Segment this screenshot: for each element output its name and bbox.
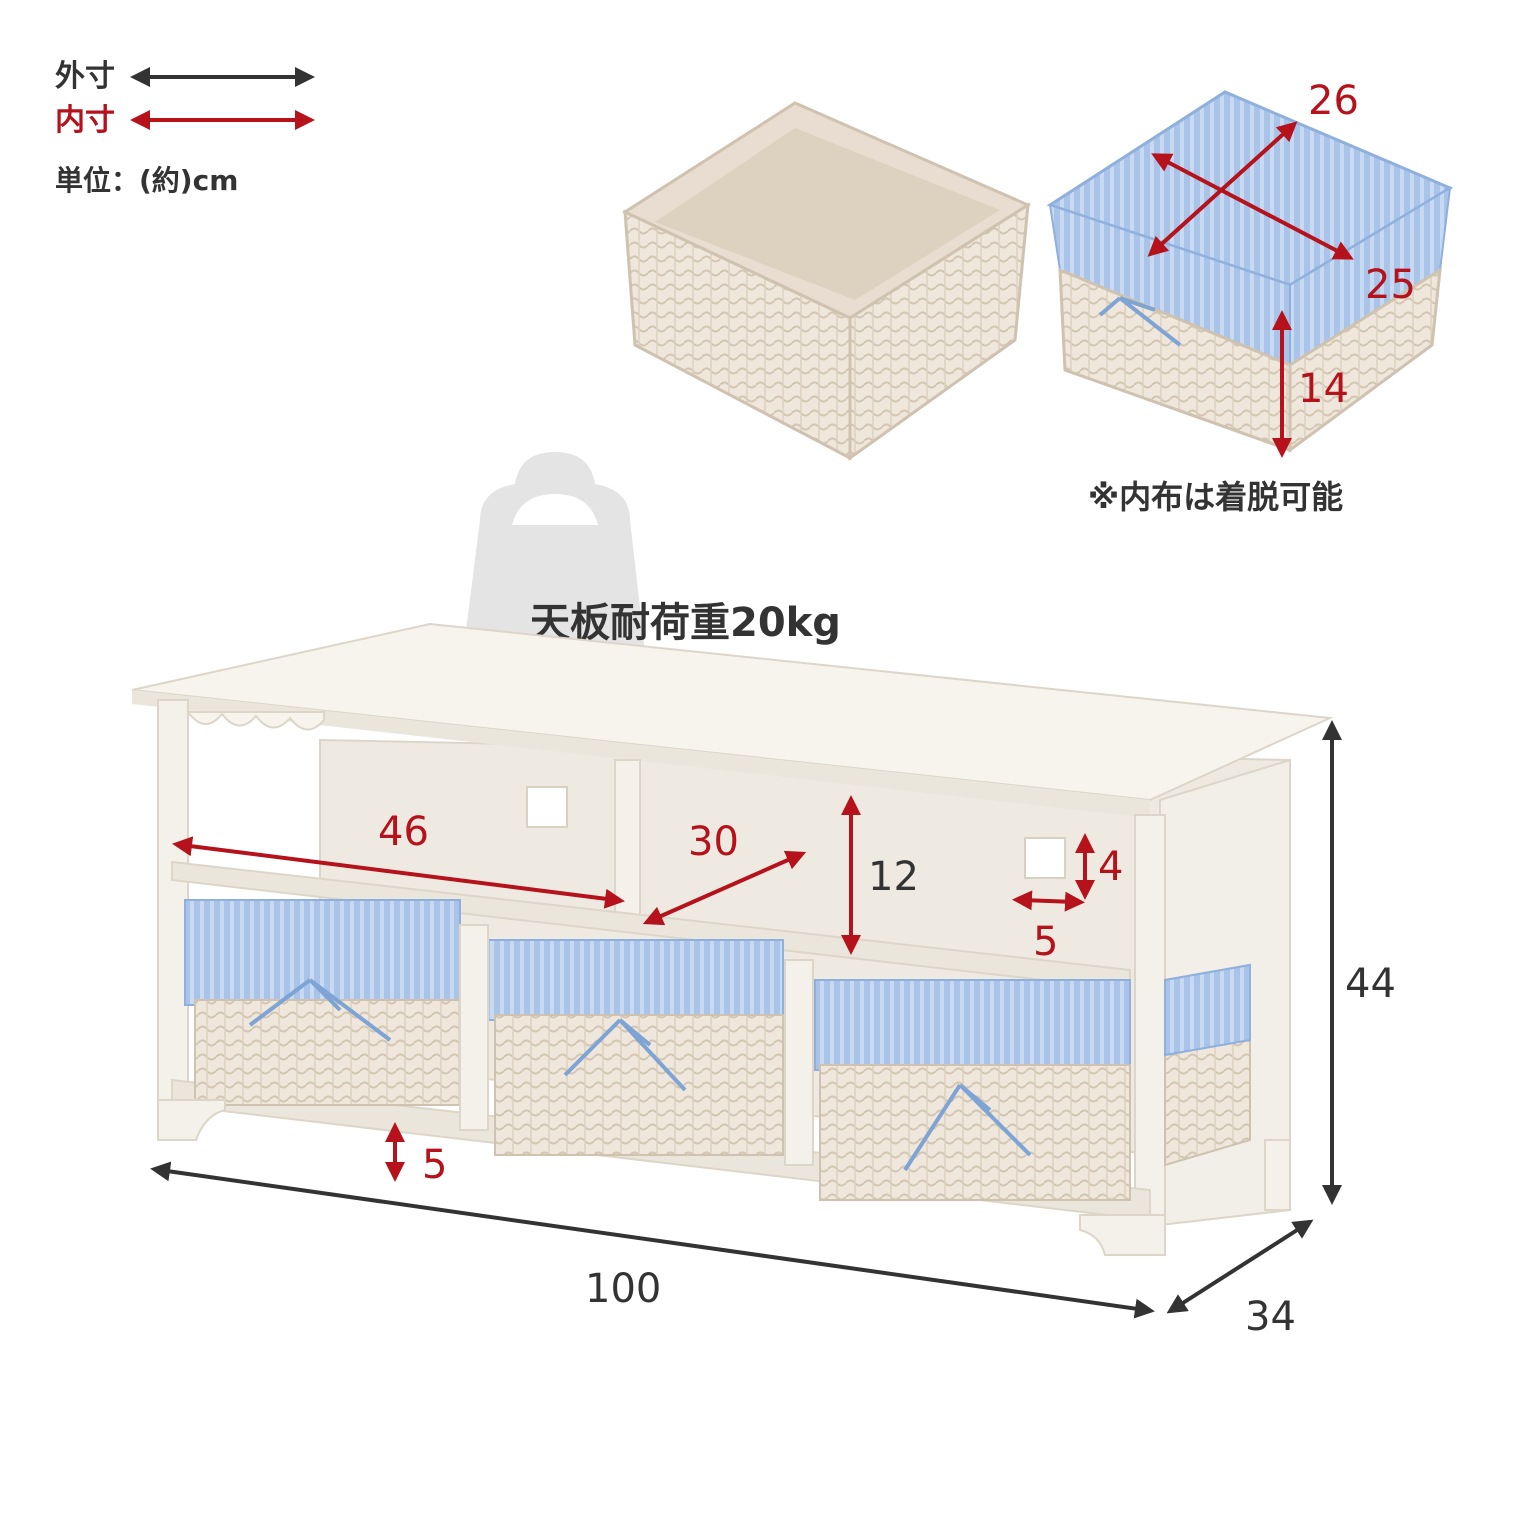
depth-arrow [1166, 1219, 1314, 1314]
load-capacity-label: 天板耐荷重20kg [530, 600, 841, 646]
outer-depth-value: 34 [1245, 1294, 1296, 1340]
basket-inner-height: 14 [1298, 366, 1349, 412]
bench-basket-left [184, 899, 461, 1106]
legend-inner-label: 内寸 [55, 103, 115, 138]
shelf-depth-value: 30 [688, 819, 739, 865]
width-arrow [150, 1161, 1155, 1319]
bench-illustration [131, 622, 1334, 1256]
bench-basket-middle [487, 939, 784, 1156]
hole-width-arrow [1012, 890, 1085, 912]
basket-inner-width: 26 [1308, 78, 1359, 124]
outer-width-value: 100 [585, 1266, 661, 1312]
bench-inner-dimensions: 46 30 12 4 5 5 [172, 795, 1123, 1188]
basket-inner-depth: 25 [1365, 262, 1416, 308]
shelf-height-value: 12 [868, 854, 919, 900]
basket-note: ※内布は着脱可能 [1088, 478, 1343, 516]
legend-outer-label: 外寸 [55, 59, 115, 94]
shelf-width-arrow [172, 836, 625, 909]
legend: 外寸 内寸 単位：(約)cm [55, 59, 315, 197]
outer-height-value: 44 [1345, 961, 1396, 1007]
basket-dimensions: 26 25 14 ※内布は着脱可能 [1088, 78, 1416, 516]
shelf-depth-arrow [642, 850, 807, 926]
clearance-value: 5 [422, 1142, 447, 1188]
hole-width-value: 5 [1033, 919, 1058, 965]
basket-plain-illustration [621, 101, 1032, 461]
shelf-width-value: 46 [378, 809, 429, 855]
legend-unit-label: 単位：(約)cm [55, 164, 238, 197]
basket-depth-arrow [1151, 153, 1354, 260]
hole-height-value: 4 [1098, 844, 1123, 890]
bench-outer-dimensions: 100 34 44 [150, 720, 1396, 1340]
weight-icon [460, 452, 648, 678]
